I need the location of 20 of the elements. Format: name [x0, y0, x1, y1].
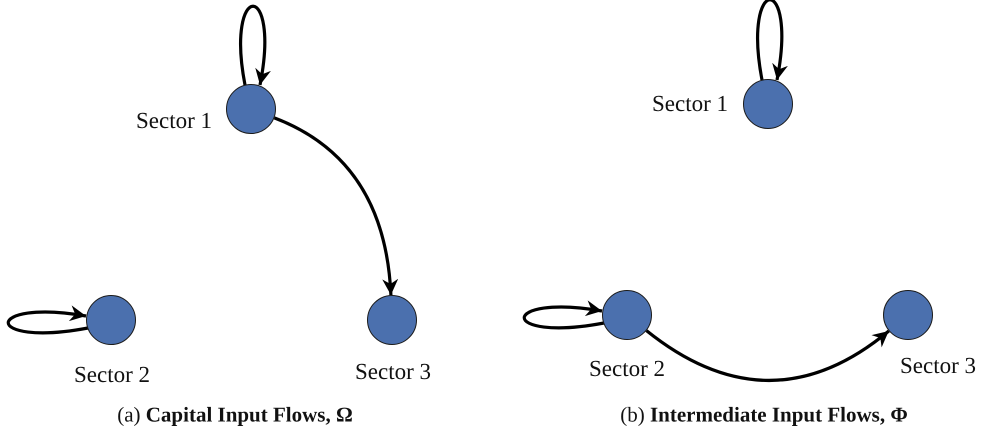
- node-label: Sector 3: [900, 353, 976, 379]
- sector-node: [367, 295, 417, 345]
- sector-node: [86, 295, 136, 345]
- arrow: [239, 5, 270, 86]
- node-label: Sector 1: [652, 91, 728, 117]
- panel-caption: (b) Intermediate Input Flows, Φ: [620, 402, 908, 428]
- panel-caption: (a) Capital Input Flows, Ω: [117, 402, 353, 428]
- sector-node: [602, 290, 652, 340]
- arrow: [6, 306, 88, 334]
- node-label: Sector 3: [355, 359, 431, 385]
- arrow: [274, 116, 398, 296]
- node-label: Sector 2: [74, 362, 150, 388]
- sector-node: [226, 84, 276, 134]
- arrow: [646, 329, 890, 382]
- node-label: Sector 1: [136, 108, 212, 134]
- sector-node: [883, 290, 933, 340]
- arrow: [756, 0, 788, 80]
- node-label: Sector 2: [589, 356, 665, 382]
- arrow: [522, 300, 604, 330]
- sector-node: [743, 79, 793, 129]
